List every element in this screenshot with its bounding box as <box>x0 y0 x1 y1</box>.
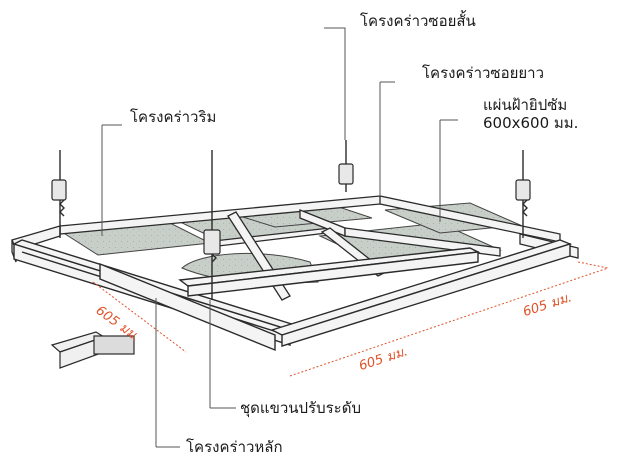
label-gypsum-board: แผ่นฝ้ายิปซัม 600x600 มม. <box>483 96 578 132</box>
detached-tee-piece <box>50 331 135 369</box>
main-runner-front <box>99 239 573 352</box>
label-gypsum-board-line1: แผ่นฝ้ายิปซัม <box>483 96 568 114</box>
hanger-clips <box>51 163 531 255</box>
label-short-cross-tee: โครงคร่าวซอยสั้น <box>360 12 476 30</box>
label-gypsum-board-line2: 600x600 มม. <box>483 114 579 132</box>
label-main-runner: โครงคร่าวหลัก <box>186 438 283 456</box>
leader-lines <box>101 27 458 448</box>
label-hanger-set: ชุดแขวนปรับระดับ <box>240 399 361 417</box>
label-wall-angle: โครงคร่าวริม <box>130 108 217 126</box>
label-long-cross-tee: โครงคร่าวซอยยาว <box>422 64 545 82</box>
main-runner-middle <box>178 247 481 297</box>
dimension-lines <box>92 261 609 377</box>
